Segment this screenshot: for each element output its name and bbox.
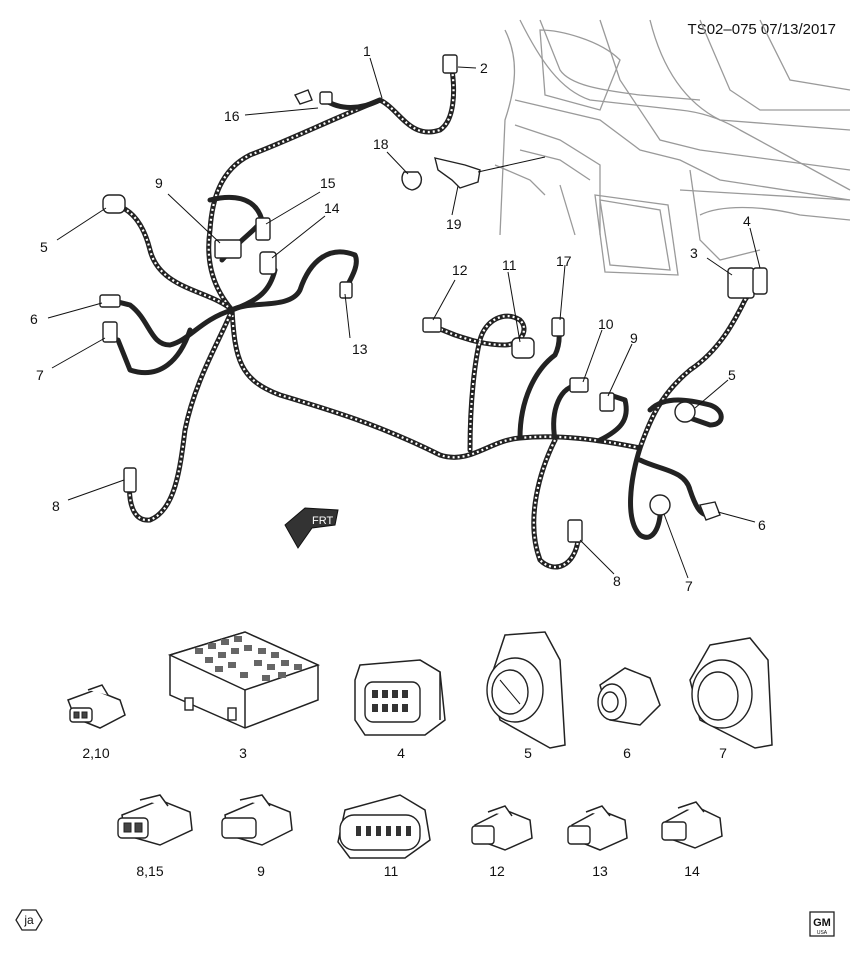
callout-2: 2: [480, 60, 488, 76]
callout-11: 11: [502, 257, 517, 273]
callout-16: 16: [224, 108, 240, 124]
vehicle-body-outline: [494, 19, 851, 276]
callout-8-left: 8: [52, 498, 60, 514]
callout-3: 3: [690, 245, 698, 261]
legend-part-9: [221, 794, 293, 846]
legend-label-9: 9: [257, 863, 265, 879]
legend-part-2-10: [67, 684, 126, 729]
legend-part-13: [567, 805, 628, 851]
legend-label-11: 11: [384, 863, 399, 879]
callout-8-right: 8: [613, 573, 621, 589]
legend-part-4: [354, 659, 446, 736]
callout-14: 14: [324, 200, 340, 216]
callout-9-left: 9: [155, 175, 163, 191]
legend-label-12: 12: [489, 863, 505, 879]
legend-label-13: 13: [592, 863, 608, 879]
callout-15: 15: [320, 175, 336, 191]
callout-5-left: 5: [40, 239, 48, 255]
front-direction-arrow: FRT: [284, 507, 339, 549]
legend-label-14: 14: [684, 863, 700, 879]
legend-part-7: [689, 637, 773, 749]
callout-numbers: 1 2 16 18 19 15 14 9 5 6 7 8 13 12 11 17…: [30, 43, 766, 594]
legend-part-6: [597, 667, 661, 726]
callout-7-right: 7: [685, 578, 693, 594]
legend-label-3: 3: [239, 745, 247, 761]
callout-13: 13: [352, 341, 368, 357]
callout-18: 18: [373, 136, 389, 152]
legend-part-12: [471, 805, 533, 851]
legend-row-1: 2,10 3 4 5 6 7: [67, 631, 773, 761]
legend-part-5: [486, 631, 566, 749]
diagram-reference: TS02–075 07/13/2017: [688, 21, 836, 38]
legend-label-6: 6: [623, 745, 631, 761]
callout-6-right: 6: [758, 517, 766, 533]
callout-10: 10: [598, 316, 614, 332]
legend-label-5: 5: [524, 745, 532, 761]
callout-5-right: 5: [728, 367, 736, 383]
legend-row-2: 8,15 9 11 12 13 14: [117, 794, 723, 879]
legend-part-14: [661, 801, 723, 849]
callout-leaders: [47, 57, 761, 579]
callout-1: 1: [363, 43, 371, 59]
legend-part-11: [337, 794, 431, 859]
callout-4: 4: [743, 213, 751, 229]
callout-19: 19: [446, 216, 462, 232]
legend-label-4: 4: [397, 745, 405, 761]
callout-9-right: 9: [630, 330, 638, 346]
legend-label-7: 7: [719, 745, 727, 761]
callout-6-left: 6: [30, 311, 38, 327]
svg-text:ja: ja: [23, 913, 34, 927]
svg-text:FRT: FRT: [312, 515, 333, 527]
legend-label-8-15: 8,15: [136, 863, 163, 879]
svg-text:USA: USA: [817, 930, 828, 936]
callout-12: 12: [452, 262, 468, 278]
legend-label-2-10: 2,10: [82, 745, 109, 761]
callout-17: 17: [556, 253, 572, 269]
legend-part-3: [167, 631, 321, 729]
svg-text:GM: GM: [813, 917, 831, 929]
legend-part-8-15: [117, 794, 193, 846]
callout-7-left: 7: [36, 367, 44, 383]
ja-badge: ja: [15, 909, 43, 931]
gm-logo: GM USA: [809, 911, 835, 937]
